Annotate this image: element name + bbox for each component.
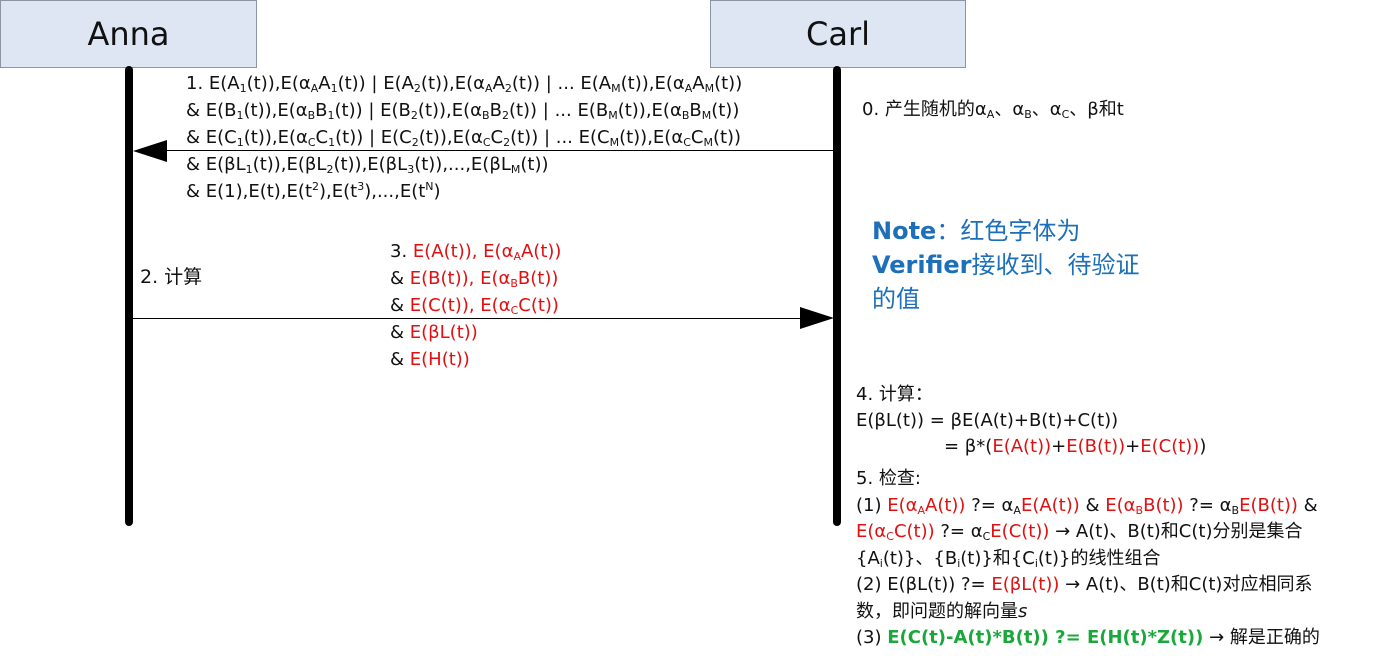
step1-message: 1. E(A1(t)),E(αAA1(t)) | E(A2(t)),E(αAA2… — [186, 70, 742, 205]
step3-line-3: & E(C(t)), E(αCC(t)) — [390, 295, 559, 317]
step5-block: 5. 检查: (1) E(αAA(t)) ?= αAE(A(t)) & E(αB… — [856, 466, 1320, 652]
carl-lifeline — [833, 66, 841, 526]
step5-check3: (3) E(C(t)-A(t)*B(t)) ?= E(H(t)*Z(t)) → … — [856, 627, 1320, 648]
step5-check1-line1: (1) E(αAA(t)) ?= αAE(A(t)) & E(αBB(t)) ?… — [856, 494, 1318, 517]
step3-line-2: & E(B(t)), E(αBB(t)) — [390, 268, 559, 290]
step5-check2-line1: (2) E(βL(t)) ?= E(βL(t)) → A(t)、B(t)和C(t… — [856, 574, 1313, 595]
actor-carl-label: Carl — [806, 15, 870, 53]
step1-line-2: & E(B1(t)),E(αBB1(t)) | E(B2(t)),E(αBB2(… — [186, 100, 740, 122]
step5-check1-line3: {Ai(t)}、{Bi(t)}和{Ci(t)}的线性组合 — [856, 547, 1161, 570]
step3-message: 3. E(A(t)), E(αAA(t)) & E(B(t)), E(αBB(t… — [390, 238, 561, 373]
actor-anna: Anna — [0, 0, 257, 68]
step4-block: 4. 计算： E(βL(t)) = βE(A(t)+B(t)+C(t)) = β… — [856, 382, 1206, 460]
step4-eq1: E(βL(t)) = βE(A(t)+B(t)+C(t)) — [856, 410, 1119, 431]
step5-title: 5. 检查: — [856, 468, 921, 489]
actor-anna-label: Anna — [87, 15, 170, 53]
step5-check2-line2: 数，即问题的解向量s — [856, 600, 1028, 622]
actor-carl: Carl — [710, 0, 966, 68]
step3-line-5: & E(H(t)) — [390, 349, 470, 370]
arrowhead-right-icon — [800, 307, 834, 329]
step4-eq2: = β*(E(A(t))+E(B(t))+E(C(t))) — [944, 436, 1207, 457]
arrow-carl-to-anna — [160, 150, 833, 151]
step1-line-4: & E(βL1(t)),E(βL2(t)),E(βL3(t)),...,E(βL… — [186, 154, 549, 176]
step3-line-4: & E(βL(t)) — [390, 322, 478, 343]
step2-label: 2. 计算 — [140, 266, 203, 288]
arrowhead-left-icon — [133, 140, 167, 162]
step4-title: 4. 计算： — [856, 384, 933, 405]
step1-line-3: & E(C1(t)),E(αCC1(t)) | E(C2(t)),E(αCC2(… — [186, 127, 742, 149]
step5-check1-line2: E(αCC(t)) ?= αCE(C(t)) → A(t)、B(t)和C(t)分… — [856, 521, 1303, 543]
anna-lifeline — [125, 66, 133, 526]
step1-line-5: & E(1),E(t),E(t2),E(t3),...,E(tN) — [186, 180, 441, 202]
step0-text: 0. 产生随机的αA、αB、αC、β和t — [862, 99, 1124, 121]
note-box: Note：红色字体为 Verifier接收到、待验证 的值 — [872, 217, 1140, 313]
step3-line-1: 3. E(A(t)), E(αAA(t)) — [390, 241, 562, 263]
arrow-anna-to-carl — [133, 318, 803, 319]
step1-line-1: 1. E(A1(t)),E(αAA1(t)) | E(A2(t)),E(αAA2… — [186, 73, 743, 95]
